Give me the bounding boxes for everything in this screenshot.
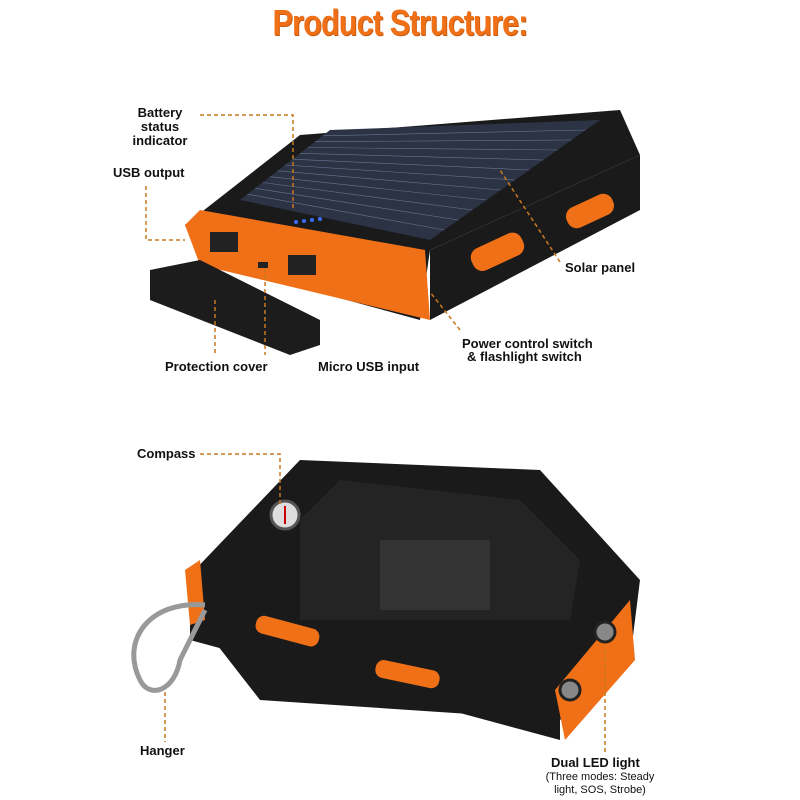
protection-cover — [150, 260, 320, 355]
solar-cell-line — [322, 129, 586, 137]
solar-cell-line — [284, 164, 516, 181]
leader-lines — [145, 114, 606, 752]
solar-cell-line — [247, 193, 445, 231]
solar-cell-line — [314, 139, 572, 142]
label-protection-cover: Protection cover — [165, 359, 268, 374]
power-bank-top-view — [150, 110, 640, 355]
solar-cell-line — [262, 182, 473, 211]
label-usb-output: USB output — [113, 165, 185, 180]
page-title: Product Structure: — [272, 2, 528, 43]
solar-cell-line — [269, 176, 487, 201]
label-micro-usb: Micro USB input — [318, 359, 420, 374]
power-bank-bottom-view — [131, 460, 640, 740]
solar-cell-line — [307, 147, 558, 151]
solar-cell-line — [292, 158, 530, 171]
label-plate — [380, 540, 490, 610]
label-power-switch: Power control switch — [462, 336, 593, 351]
label-hanger: Hanger — [140, 743, 185, 758]
label-flashlight-switch: & flashlight switch — [467, 349, 582, 364]
label-battery-status: Battery status indicator — [132, 105, 188, 148]
label-solar-panel: Solar panel — [565, 260, 636, 275]
solar-cell-line — [277, 170, 501, 191]
label-dual-led: Dual LED light — [551, 755, 640, 770]
carabiner-hanger — [131, 602, 208, 693]
solar-cell-line — [299, 153, 544, 161]
solar-cell-line — [254, 188, 459, 221]
label-compass: Compass — [137, 446, 196, 461]
label-dual-led-note: (Three modes: Steady light, SOS, Strobe) — [545, 771, 655, 796]
solar-panel — [240, 120, 600, 240]
